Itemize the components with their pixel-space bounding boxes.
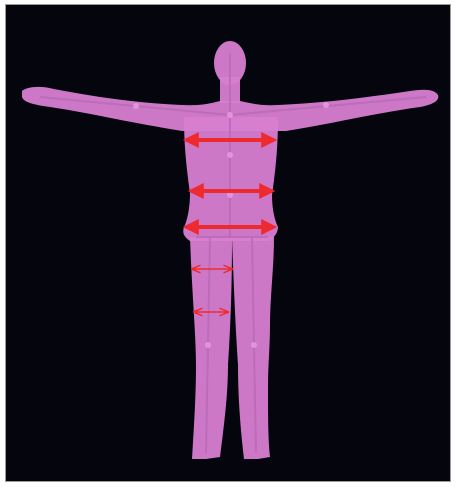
body-scan-figure [6, 5, 451, 482]
chest-joint [227, 152, 233, 158]
left-knee-joint [205, 342, 211, 348]
right-elbow-joint [323, 102, 329, 108]
neck-joint [227, 112, 233, 118]
image-frame [5, 4, 451, 482]
right-knee-joint [251, 342, 257, 348]
left-elbow-joint [133, 103, 139, 109]
